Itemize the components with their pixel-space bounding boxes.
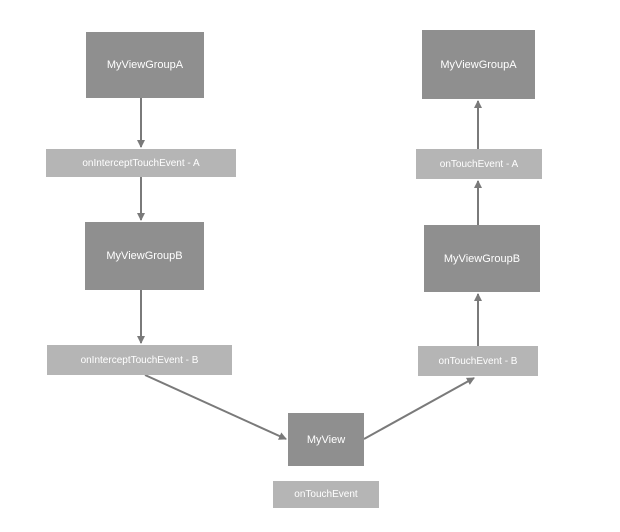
intercept-touch-event-b-box: onInterceptTouchEvent - B xyxy=(47,345,232,375)
myviewgroupb-dispatch-box: MyViewGroupB xyxy=(85,222,204,290)
myviewgroupa-bubble-box: MyViewGroupA xyxy=(422,30,535,99)
myviewgroupb-bubble-box: MyViewGroupB xyxy=(424,225,540,292)
myview-touch-event-box: onTouchEvent xyxy=(273,481,379,508)
myviewgroupa-dispatch-box: MyViewGroupA xyxy=(86,32,204,98)
arrow-myview-to-touchb xyxy=(363,377,475,440)
touch-event-a-box: onTouchEvent - A xyxy=(416,149,542,179)
touch-event-b-box: onTouchEvent - B xyxy=(418,346,538,376)
intercept-touch-event-a-box: onInterceptTouchEvent - A xyxy=(46,149,236,177)
arrow-interceptb-to-myview xyxy=(144,374,287,440)
myview-box: MyView xyxy=(288,413,364,466)
